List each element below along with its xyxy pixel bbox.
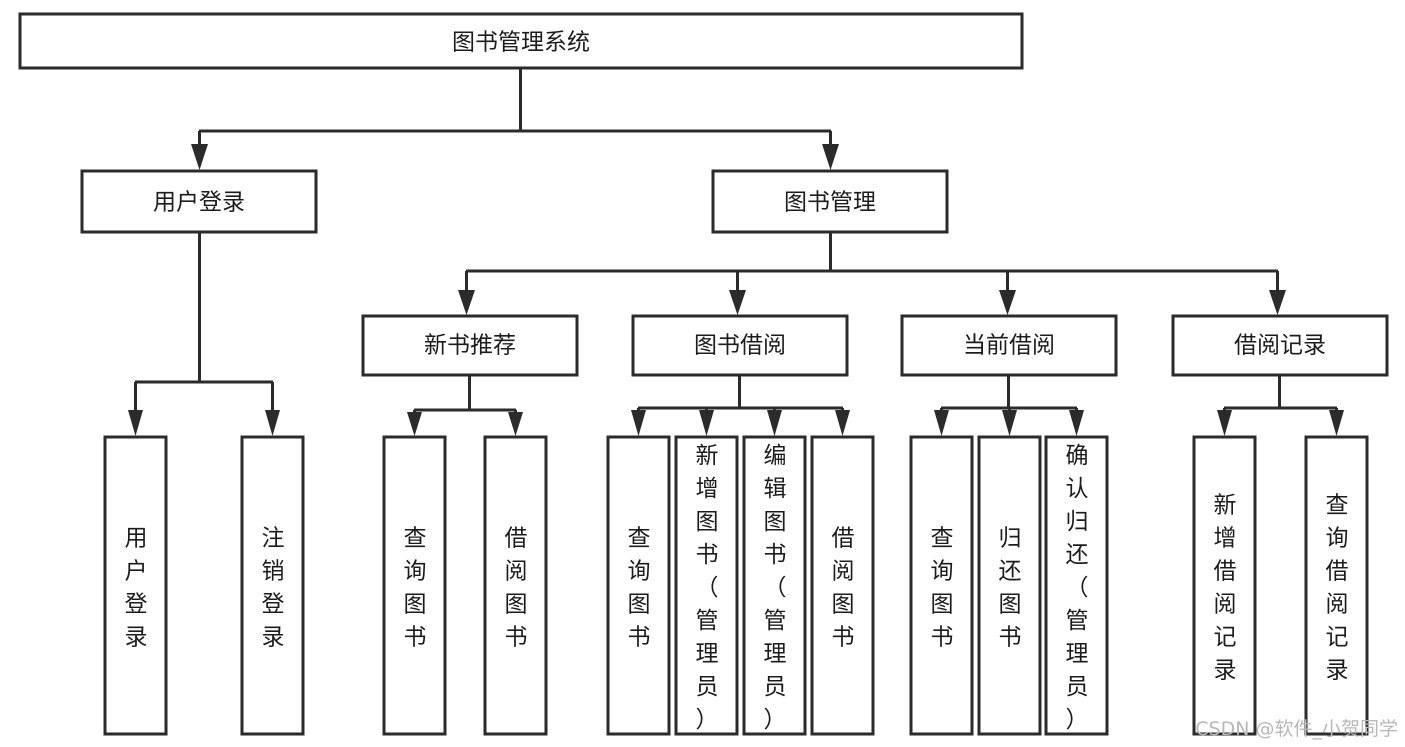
node-leaf-query-book-2[interactable]: 查询图书 [606, 435, 671, 736]
node-leaf-user-login-label: 用户登录 [125, 526, 148, 651]
node-leaf-user-login-box[interactable] [103, 435, 168, 736]
arrow-head-user-login [191, 144, 208, 170]
node-root-label: 图书管理系统 [452, 30, 590, 56]
node-borrow-record[interactable]: 借阅记录 [1171, 314, 1389, 377]
node-new-book-rec[interactable]: 新书推荐 [361, 314, 579, 377]
node-book-borrow[interactable]: 图书借阅 [631, 314, 849, 377]
node-leaf-return-book-box[interactable] [977, 435, 1042, 736]
node-leaf-confirm-return[interactable]: 确认归还（管理员） [1044, 435, 1109, 736]
node-borrow-record-label: 借阅记录 [1234, 333, 1326, 359]
node-new-book-rec-label: 新书推荐 [424, 333, 516, 359]
node-book-mgmt-label: 图书管理 [784, 190, 876, 216]
arrow-head-leaf-user-login [128, 410, 143, 436]
arrow-head-leaf-edit-book [767, 410, 782, 436]
node-leaf-confirm-return-label: 确认归还（管理员） [1066, 443, 1089, 733]
node-user-login-label: 用户登录 [153, 190, 245, 216]
node-leaf-add-book-label: 新增图书（管理员） [696, 443, 719, 733]
node-leaf-query-book-1[interactable]: 查询图书 [382, 435, 447, 736]
node-leaf-add-book-box[interactable] [674, 435, 739, 736]
node-user-login-box[interactable] [80, 169, 318, 234]
node-leaf-query-book-1-label: 查询图书 [404, 526, 427, 651]
node-leaf-borrow-book-1-box[interactable] [483, 435, 548, 736]
node-leaf-query-book-2-label: 查询图书 [628, 526, 651, 651]
node-leaf-edit-book-box[interactable] [742, 435, 807, 736]
arrow-head-leaf-query-book-2 [631, 410, 646, 436]
arrow-head-leaf-query-record [1329, 410, 1344, 436]
arrow-head-borrow-record [1269, 290, 1286, 315]
node-leaf-query-book-3-label: 查询图书 [931, 526, 954, 651]
node-book-mgmt-box[interactable] [711, 169, 949, 234]
arrow-head-leaf-borrow-book-2 [835, 410, 850, 436]
node-leaf-logout-label: 注销登录 [262, 526, 285, 651]
arrow-head-leaf-add-record [1217, 410, 1232, 436]
node-book-mgmt[interactable]: 图书管理 [711, 169, 949, 234]
node-leaf-add-record[interactable]: 新增借阅记录 [1192, 435, 1257, 736]
node-root-box[interactable] [18, 12, 1024, 70]
node-book-borrow-box[interactable] [631, 314, 849, 377]
node-leaf-query-record[interactable]: 查询借阅记录 [1304, 435, 1369, 736]
node-leaf-borrow-book-2-box[interactable] [810, 435, 875, 736]
node-leaf-borrow-book-2[interactable]: 借阅图书 [810, 435, 875, 736]
csdn-watermark: CSDN @软件_小贺同学 [1195, 718, 1398, 740]
node-leaf-query-book-1-box[interactable] [382, 435, 447, 736]
arrow-head-leaf-confirm-return [1069, 410, 1084, 436]
arrow-head-leaf-query-book-3 [934, 410, 949, 436]
arrow-head-leaf-return-book [1002, 410, 1017, 436]
node-current-borrow-label: 当前借阅 [963, 333, 1055, 359]
node-leaf-borrow-book-2-label: 借阅图书 [832, 526, 855, 651]
node-new-book-rec-box[interactable] [361, 314, 579, 377]
arrow-head-current-borrow [999, 290, 1016, 315]
arrow-head-book-borrow [729, 290, 746, 315]
node-leaf-edit-book-label: 编辑图书（管理员） [764, 443, 787, 733]
node-leaf-logout-box[interactable] [240, 435, 305, 736]
node-leaf-borrow-book-1-label: 借阅图书 [505, 526, 528, 651]
arrow-head-leaf-logout [265, 410, 280, 436]
node-root[interactable]: 图书管理系统 [18, 12, 1024, 70]
arrow-head-leaf-query-book-1 [407, 412, 422, 436]
node-leaf-query-book-2-box[interactable] [606, 435, 671, 736]
node-leaf-borrow-book-1[interactable]: 借阅图书 [483, 435, 548, 736]
node-leaf-query-record-box[interactable] [1304, 435, 1369, 736]
node-leaf-edit-book[interactable]: 编辑图书（管理员） [742, 435, 807, 736]
node-leaf-query-book-3-box[interactable] [909, 435, 974, 736]
node-user-login[interactable]: 用户登录 [80, 169, 318, 234]
arrow-head-book-mgmt [822, 144, 839, 170]
node-leaf-query-record-label: 查询借阅记录 [1326, 493, 1349, 684]
node-book-borrow-label: 图书借阅 [694, 333, 786, 359]
arrow-head-leaf-borrow-book-1 [508, 412, 523, 436]
arrow-head-leaf-add-book [699, 410, 714, 436]
node-borrow-record-box[interactable] [1171, 314, 1389, 377]
arrow-head-new-book-rec [458, 290, 475, 315]
node-leaf-add-record-label: 新增借阅记录 [1214, 493, 1237, 684]
node-leaf-query-book-3[interactable]: 查询图书 [909, 435, 974, 736]
node-leaf-return-book[interactable]: 归还图书 [977, 435, 1042, 736]
connector-layer [128, 68, 1344, 436]
node-leaf-logout[interactable]: 注销登录 [240, 435, 305, 736]
node-leaf-add-book[interactable]: 新增图书（管理员） [674, 435, 739, 736]
node-leaf-add-record-box[interactable] [1192, 435, 1257, 736]
node-leaf-user-login[interactable]: 用户登录 [103, 435, 168, 736]
node-leaf-return-book-label: 归还图书 [999, 526, 1022, 651]
node-current-borrow-box[interactable] [900, 314, 1118, 377]
node-leaf-confirm-return-box[interactable] [1044, 435, 1109, 736]
node-current-borrow[interactable]: 当前借阅 [900, 314, 1118, 377]
